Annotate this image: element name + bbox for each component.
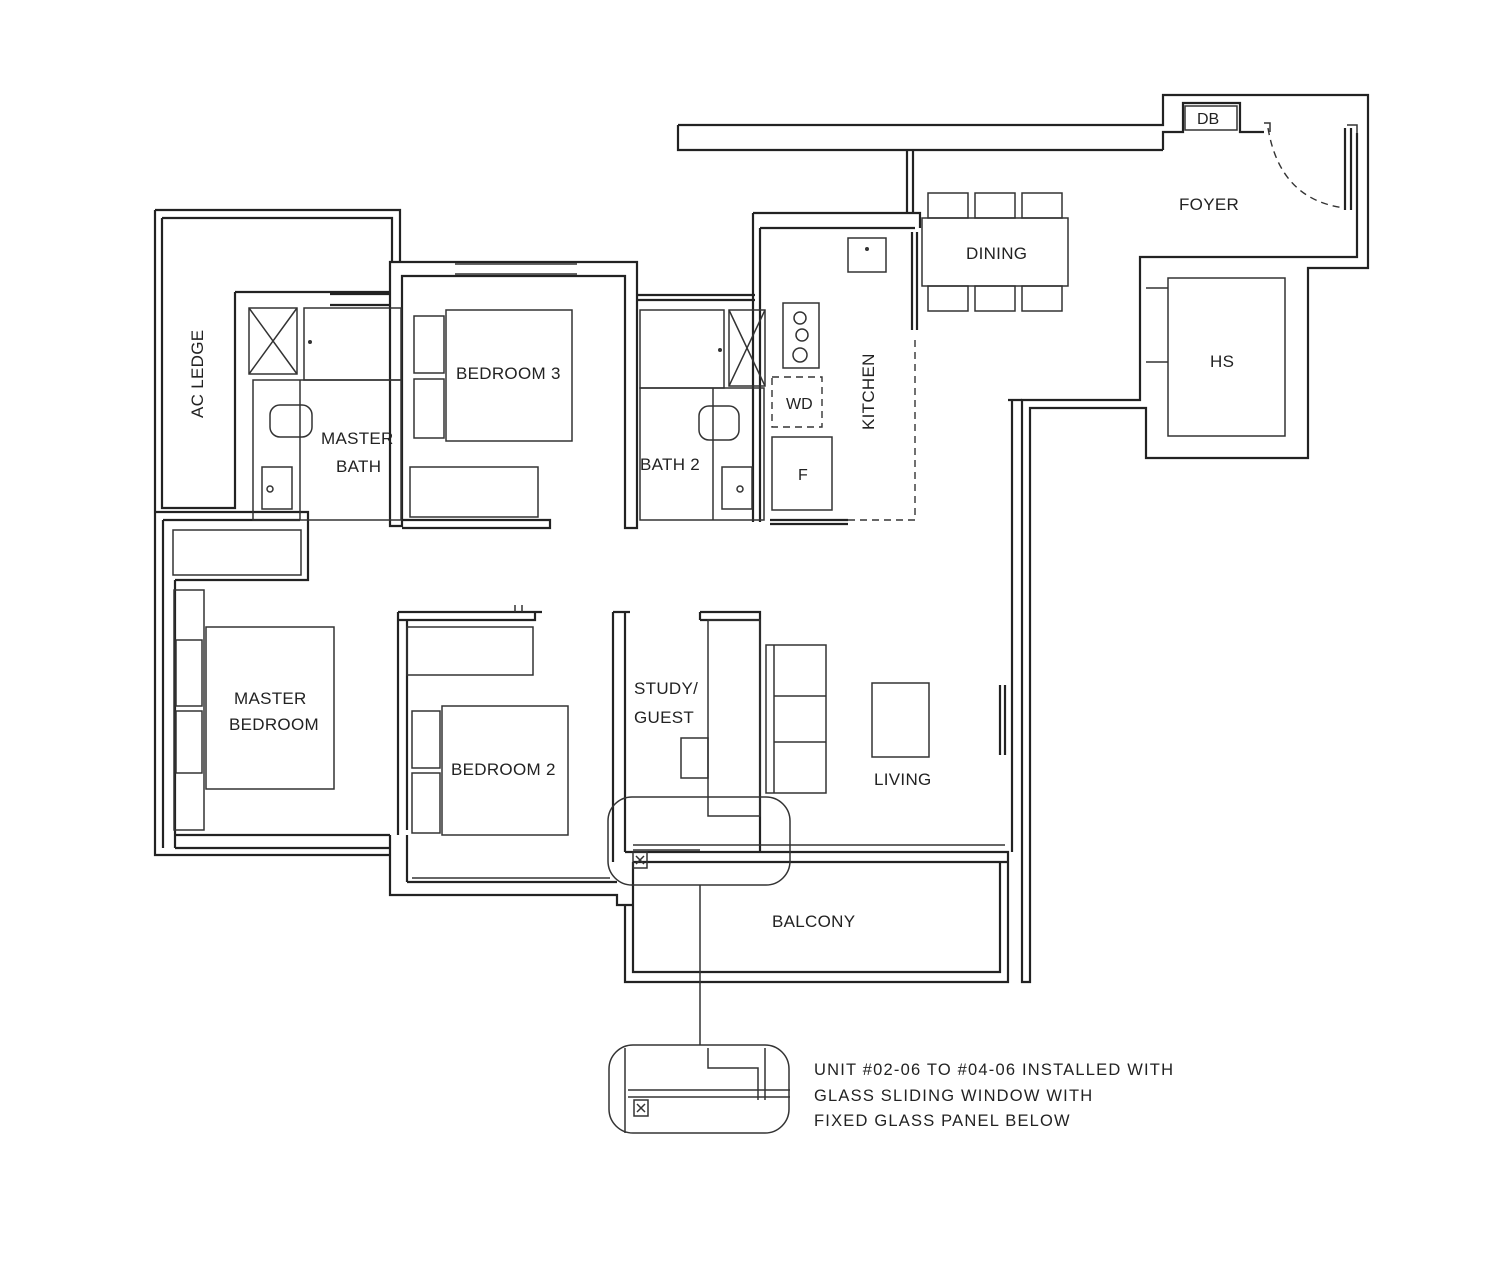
study-label-1: STUDY/ bbox=[634, 679, 698, 698]
installation-note: UNIT #02-06 TO #04-06 INSTALLED WITH GLA… bbox=[814, 1061, 1174, 1130]
note-line-1: UNIT #02-06 TO #04-06 INSTALLED WITH bbox=[814, 1061, 1174, 1079]
living-label: LIVING bbox=[874, 770, 932, 789]
master-bedroom-label-1: MASTER bbox=[234, 689, 307, 708]
master-bath-label-1: MASTER bbox=[321, 429, 394, 448]
bedroom-3-label: BEDROOM 3 bbox=[456, 364, 561, 383]
wd-label: WD bbox=[786, 396, 813, 413]
bedroom-2-label: BEDROOM 2 bbox=[451, 760, 556, 779]
db-label: DB bbox=[1197, 111, 1219, 128]
note-line-2: GLASS SLIDING WINDOW WITH bbox=[814, 1087, 1093, 1105]
hs-label: HS bbox=[1210, 352, 1234, 371]
kitchen-label: KITCHEN bbox=[859, 353, 878, 430]
balcony-label: BALCONY bbox=[772, 912, 855, 931]
note-line-3: FIXED GLASS PANEL BELOW bbox=[814, 1112, 1071, 1130]
room-labels: AC LEDGE MASTER BATH BEDROOM 3 BATH 2 KI… bbox=[188, 111, 1239, 931]
master-bedroom-label-2: BEDROOM bbox=[229, 715, 319, 734]
foyer-label: FOYER bbox=[1179, 195, 1239, 214]
fixtures bbox=[172, 105, 1353, 1134]
master-bath-label-2: BATH bbox=[336, 457, 381, 476]
dining-label: DINING bbox=[966, 244, 1027, 263]
fridge-label: F bbox=[798, 467, 808, 484]
bath-2-label: BATH 2 bbox=[640, 455, 700, 474]
ac-ledge-label: AC LEDGE bbox=[188, 330, 207, 418]
study-label-2: GUEST bbox=[634, 708, 694, 727]
exterior-walls bbox=[153, 93, 1370, 984]
